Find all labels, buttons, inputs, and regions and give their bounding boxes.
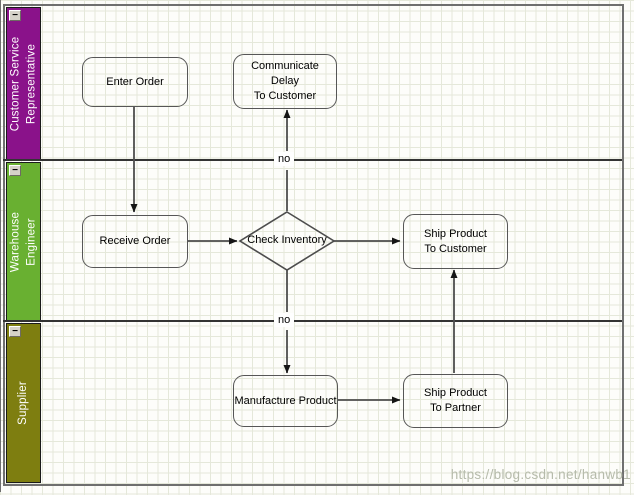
- shape-manufacture-product-label: Manufacture Product: [234, 394, 337, 407]
- shape-receive-order-label: Receive Order: [99, 235, 171, 248]
- shape-check-inventory[interactable]: Check Inventory: [247, 234, 327, 246]
- lane-divider[interactable]: [3, 159, 622, 161]
- csdn-watermark: https://blog.csdn.net/hanwb1: [450, 467, 631, 482]
- connector-label-no[interactable]: no: [274, 152, 295, 166]
- lane-warehouse-engineer[interactable]: − Warehouse Engineer: [6, 162, 41, 321]
- shape-communicate-delay[interactable]: Communicate Delay To Customer: [233, 54, 337, 109]
- shape-ship-to-customer-label: Ship Product To Customer: [424, 227, 487, 255]
- connector-label-no[interactable]: no: [274, 313, 295, 327]
- shape-manufacture-product[interactable]: Manufacture Product: [233, 375, 338, 427]
- collapse-lane-icon[interactable]: −: [9, 10, 21, 21]
- shape-enter-order[interactable]: Enter Order: [82, 57, 188, 107]
- lane-customer-service[interactable]: − Customer Service Representative: [6, 7, 41, 160]
- shape-communicate-delay-label: Communicate Delay To Customer: [251, 60, 319, 102]
- shape-receive-order[interactable]: Receive Order: [82, 215, 188, 268]
- page-border: [3, 4, 624, 486]
- lane-supplier[interactable]: − Supplier: [6, 323, 41, 483]
- lane-divider[interactable]: [3, 320, 622, 322]
- lane-supplier-label: Supplier: [16, 381, 29, 425]
- lane-warehouse-engineer-label: Warehouse Engineer: [8, 211, 37, 272]
- shape-ship-to-partner[interactable]: Ship Product To Partner: [403, 374, 508, 428]
- collapse-lane-icon[interactable]: −: [9, 326, 21, 337]
- shape-ship-to-partner-label: Ship Product To Partner: [424, 387, 487, 414]
- shape-enter-order-label: Enter Order: [106, 75, 164, 88]
- lane-customer-service-label: Customer Service Representative: [8, 36, 37, 131]
- collapse-lane-icon[interactable]: −: [9, 165, 21, 176]
- shape-ship-to-customer[interactable]: Ship Product To Customer: [403, 214, 508, 269]
- window-left-edge: [0, 0, 1, 492]
